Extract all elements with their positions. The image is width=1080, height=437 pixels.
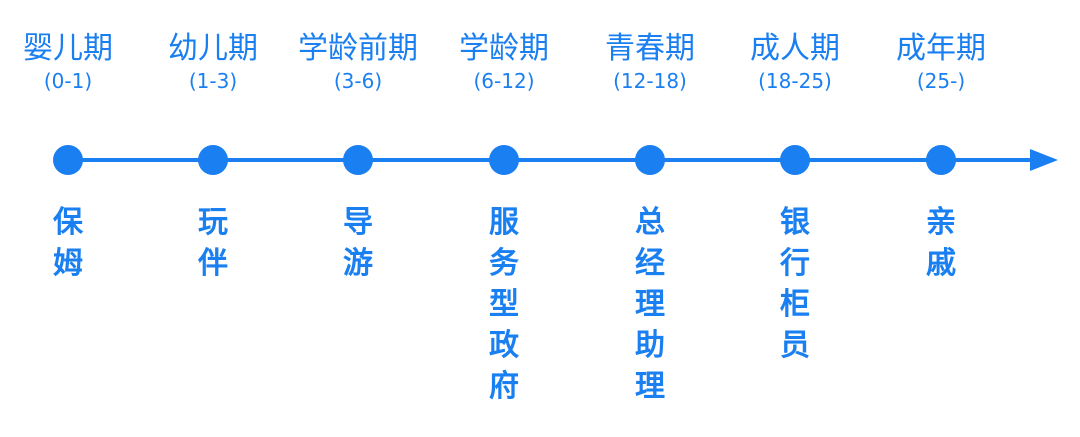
stage-label: 成人期 xyxy=(750,31,840,66)
timeline-dot xyxy=(635,145,665,175)
stage-label: 学龄前期 xyxy=(298,31,418,66)
timeline-dot xyxy=(780,145,810,175)
stage-age-range: (3-6) xyxy=(333,69,383,93)
timeline-dot xyxy=(489,145,519,175)
timeline-dot xyxy=(926,145,956,175)
stage-toddler: 幼儿期 (1-3) 玩伴 xyxy=(143,0,283,437)
stage-role: 总经理助理 xyxy=(635,205,665,404)
stage-adulthood: 成年期 (25-) 亲戚 xyxy=(871,0,1011,437)
stage-young-adult: 成人期 (18-25) 银行柜员 xyxy=(725,0,865,437)
stage-label: 学龄期 xyxy=(459,31,549,66)
stage-role: 玩伴 xyxy=(198,205,228,281)
stage-adolescence: 青春期 (12-18) 总经理助理 xyxy=(580,0,720,437)
stage-label: 青春期 xyxy=(605,31,695,66)
stage-role: 亲戚 xyxy=(926,205,956,281)
timeline-dot xyxy=(53,145,83,175)
stage-role: 服务型政府 xyxy=(489,205,519,404)
stage-age-range: (25-) xyxy=(916,69,966,93)
stage-label: 幼儿期 xyxy=(168,31,258,66)
stage-role: 导游 xyxy=(343,205,373,281)
timeline-dot xyxy=(198,145,228,175)
timeline-dot xyxy=(343,145,373,175)
stage-age-range: (1-3) xyxy=(188,69,238,93)
stage-role: 保姆 xyxy=(53,205,83,281)
stage-age-range: (12-18) xyxy=(613,69,687,93)
stage-age-range: (18-25) xyxy=(758,69,832,93)
stage-age-range: (6-12) xyxy=(473,69,535,93)
stage-label: 婴儿期 xyxy=(23,31,113,66)
stage-school-age: 学龄期 (6-12) 服务型政府 xyxy=(434,0,574,437)
stage-age-range: (0-1) xyxy=(43,69,93,93)
stage-infancy: 婴儿期 (0-1) 保姆 xyxy=(0,0,138,437)
stage-role: 银行柜员 xyxy=(780,205,810,363)
stage-label: 成年期 xyxy=(896,31,986,66)
timeline-axis xyxy=(68,158,1036,162)
stage-preschool: 学龄前期 (3-6) 导游 xyxy=(288,0,428,437)
arrow-right-icon xyxy=(1030,149,1058,171)
